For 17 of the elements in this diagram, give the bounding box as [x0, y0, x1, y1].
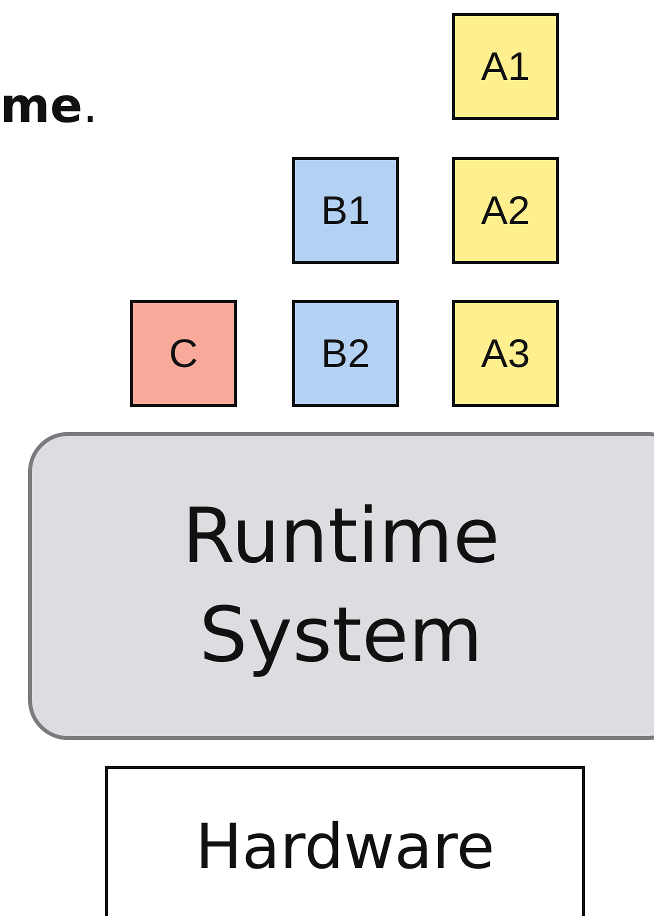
node-text: Runtime System [181, 490, 501, 681]
task-box [130, 300, 237, 407]
node-text: Hardware [195, 809, 495, 885]
task-box [452, 13, 559, 120]
runtime-box [28, 432, 654, 740]
task-box [292, 157, 399, 264]
task-box [452, 300, 559, 407]
node-text: B2 [321, 330, 370, 378]
hardware-box [105, 766, 585, 916]
node-text: A1 [481, 44, 530, 90]
node-text: C [169, 330, 198, 378]
task-box [452, 157, 559, 264]
task-box [292, 300, 399, 407]
node-text: A3 [481, 330, 530, 378]
node-text: A2 [481, 188, 530, 234]
slide-text: me. [0, 78, 98, 134]
node-text: B1 [321, 188, 370, 234]
